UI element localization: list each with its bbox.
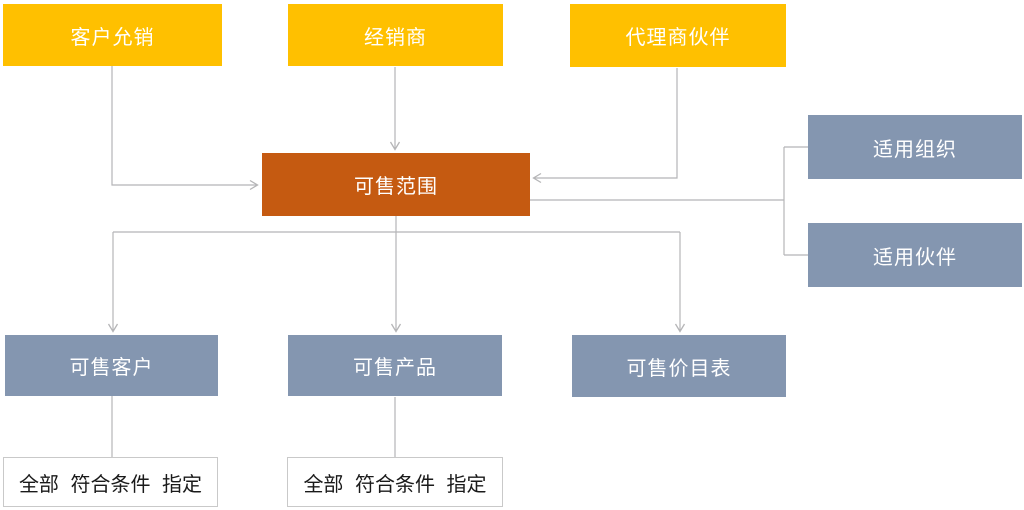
node-sellable-customers: 可售客户 [5, 335, 218, 396]
node-applicable-organization: 适用组织 [808, 115, 1022, 179]
node-sellable-products: 可售产品 [288, 335, 502, 396]
node-agent-partner: 代理商伙伴 [570, 4, 786, 67]
node-sellable-scope: 可售范围 [262, 153, 530, 216]
node-customer-allowed-sale: 客户允销 [3, 4, 222, 66]
note-sellable-customers-options: 全部 符合条件 指定 [3, 457, 218, 507]
connector-agent-partner-to-scope [532, 68, 678, 184]
node-applicable-partner: 适用伙伴 [808, 223, 1022, 287]
note-sellable-products-options: 全部 符合条件 指定 [287, 457, 503, 507]
node-sellable-pricelist: 可售价目表 [572, 335, 786, 397]
connector-customer-allowance-to-scope [111, 66, 259, 191]
node-distributor: 经销商 [288, 4, 503, 66]
